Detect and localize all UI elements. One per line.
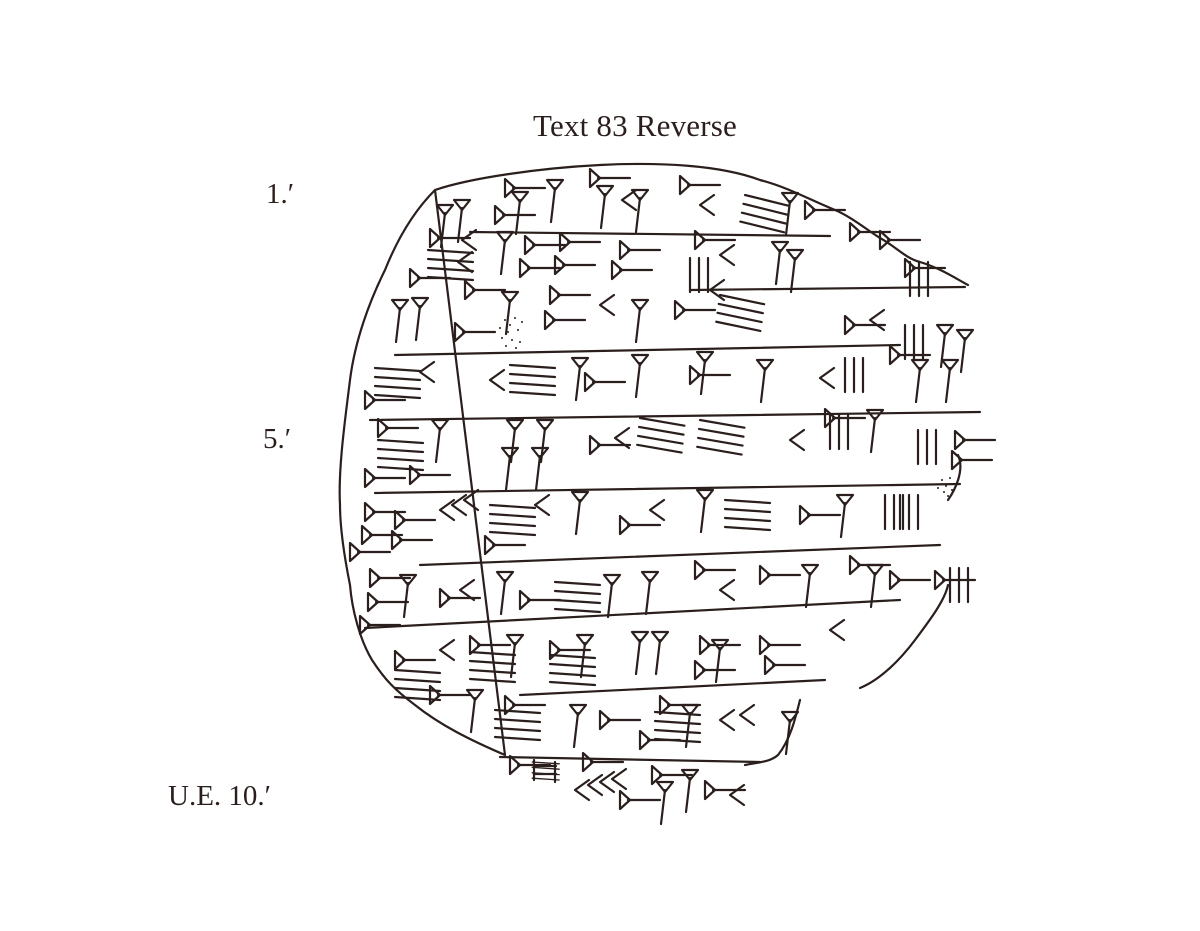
signs-line-3	[390, 278, 975, 374]
tablet-outline	[338, 162, 970, 767]
signs-line-8	[393, 618, 846, 702]
line-number-5: 5.′	[263, 423, 292, 455]
signs-line-4	[363, 344, 960, 411]
ruling-lines	[363, 230, 982, 764]
plate-title: Text 83 Reverse	[533, 108, 737, 143]
signs-line-7	[358, 554, 977, 636]
damaged-area-line-3	[499, 317, 523, 349]
signs-line-10-upper-edge	[508, 751, 747, 826]
line-number-10-upper-edge: U.E. 10.′	[168, 780, 272, 812]
line-number-1: 1.′	[266, 178, 295, 210]
signs-line-6	[348, 488, 920, 563]
signs-line-2	[408, 227, 947, 298]
signs-line-9	[428, 684, 800, 756]
signs-line-5	[363, 407, 997, 492]
damaged-area-line-5	[937, 477, 953, 497]
